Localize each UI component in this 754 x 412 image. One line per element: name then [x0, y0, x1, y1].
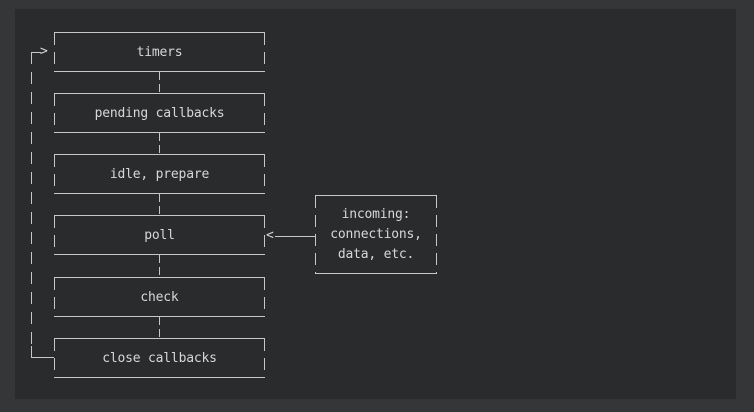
phase-box-poll: poll — [54, 215, 265, 255]
loop-line-top — [31, 52, 41, 53]
phase-box-close-callbacks: close callbacks — [54, 338, 265, 378]
connector-idle-poll — [159, 194, 160, 215]
code-block: > timers pending callbacks idle, prepare… — [15, 9, 736, 399]
phase-label-timers: timers — [136, 44, 183, 60]
incoming-line-3: data, etc. — [337, 246, 415, 262]
incoming-line-2: connections, — [330, 226, 422, 242]
loop-line-vertical — [31, 52, 32, 346]
loop-line-bottom-corner — [31, 346, 54, 358]
arrow-right-icon: > — [40, 44, 48, 59]
phase-box-pending-callbacks: pending callbacks — [54, 93, 265, 133]
incoming-to-poll-line — [275, 236, 316, 237]
connector-check-close — [159, 317, 160, 338]
connector-poll-check — [159, 255, 160, 277]
arrow-left-icon: < — [266, 228, 274, 243]
phase-label-close-callbacks: close callbacks — [102, 350, 217, 366]
phase-box-idle-prepare: idle, prepare — [54, 154, 265, 194]
phase-box-check: check — [54, 277, 265, 317]
phase-box-timers: timers — [54, 32, 265, 72]
incoming-box: incoming: connections, data, etc. — [315, 195, 437, 274]
phase-label-pending-callbacks: pending callbacks — [94, 105, 225, 121]
connector-pending-idle — [159, 133, 160, 154]
connector-timers-pending — [159, 72, 160, 93]
phase-label-check: check — [140, 289, 179, 305]
phase-label-idle-prepare: idle, prepare — [109, 166, 210, 182]
incoming-line-1: incoming: — [341, 206, 411, 222]
phase-label-poll: poll — [144, 227, 175, 243]
